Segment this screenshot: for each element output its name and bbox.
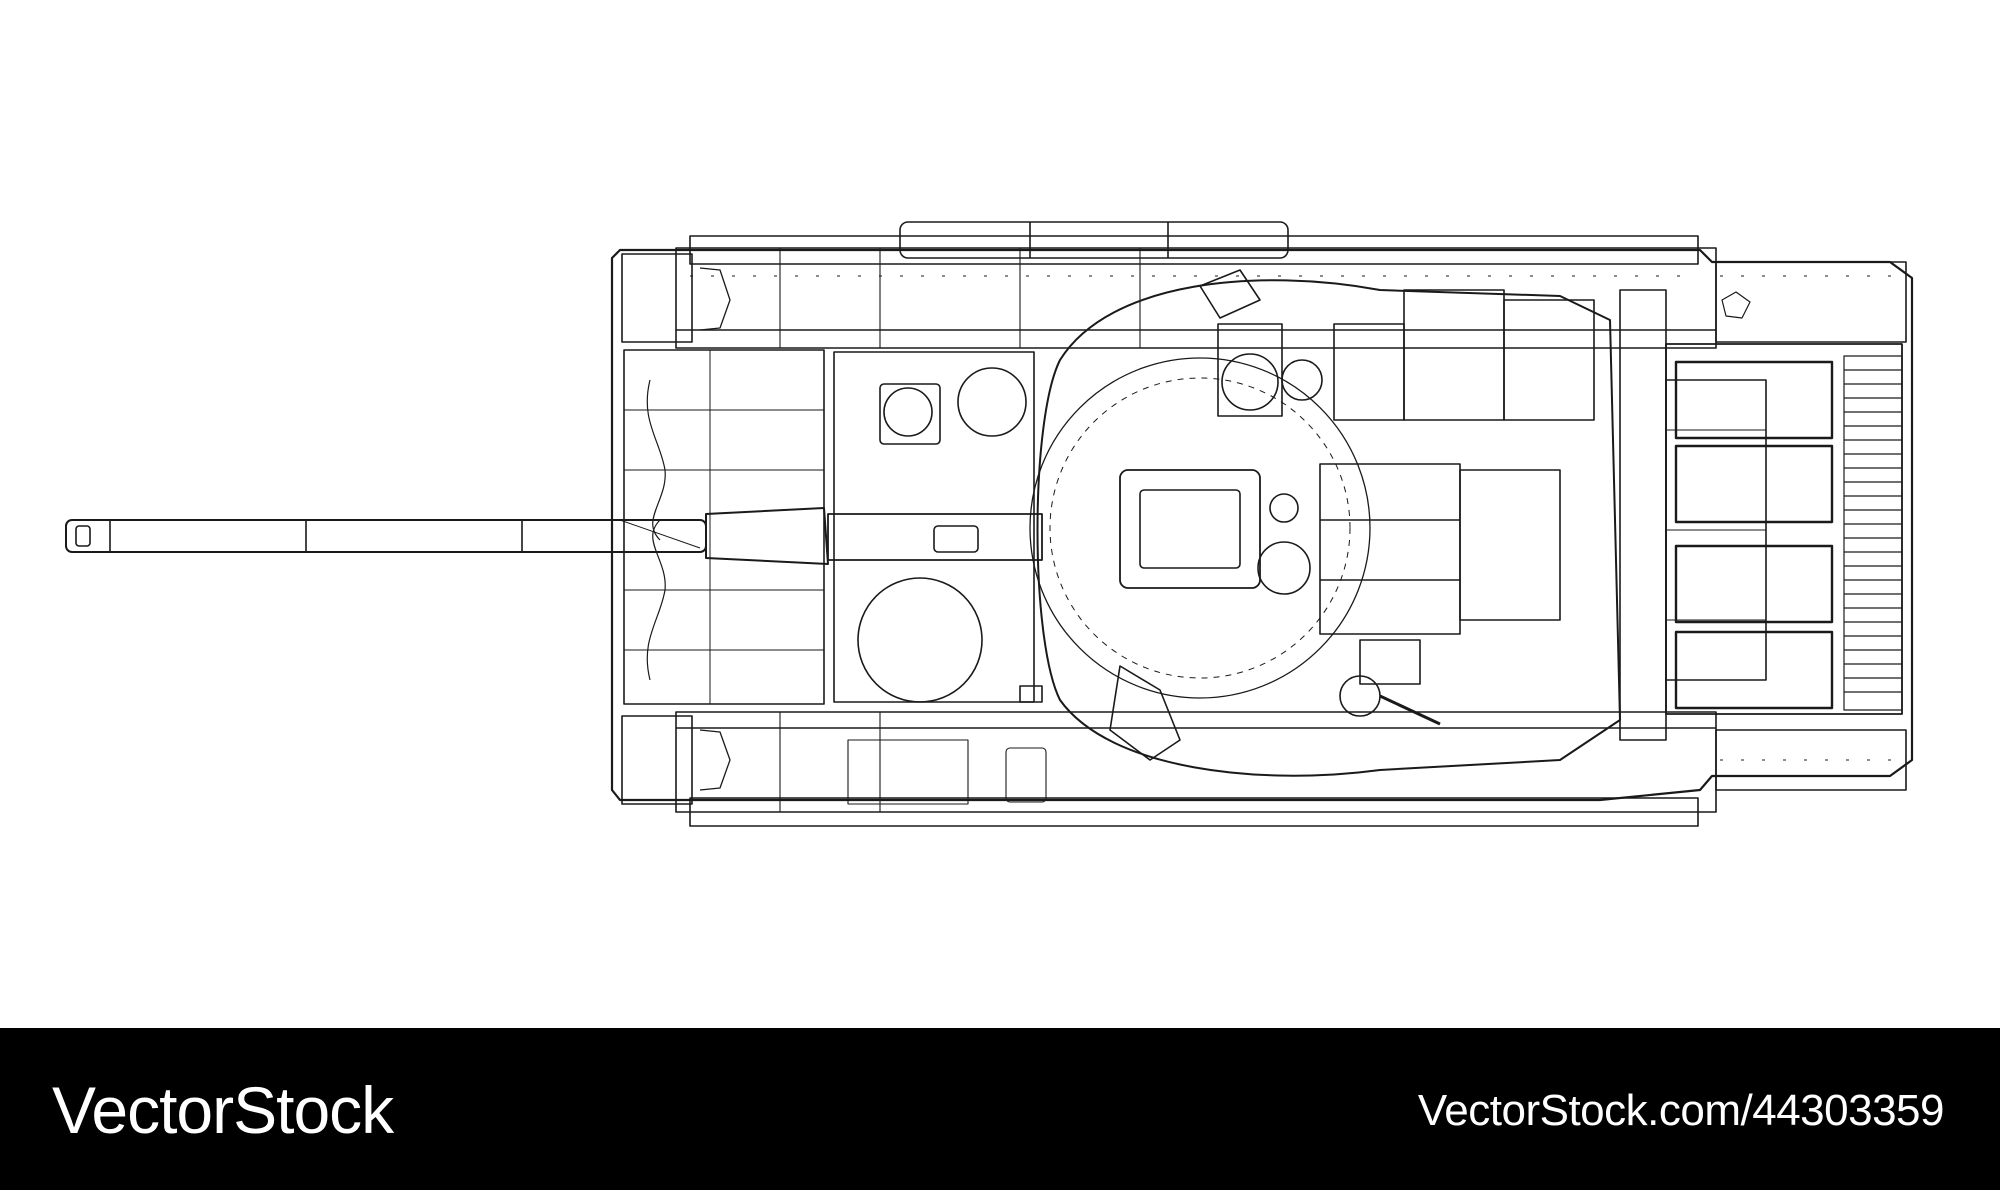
ammo-box — [1333, 323, 1405, 421]
rear-deck — [1665, 343, 1903, 715]
upper-fender — [689, 235, 1699, 265]
tank-drawing — [65, 221, 1914, 827]
hull-outline — [610, 248, 1914, 802]
loader-hatch — [1217, 323, 1283, 417]
lower-track-panel — [675, 711, 1717, 813]
front-right-light — [621, 715, 693, 805]
rivet-rows — [690, 275, 1906, 813]
driver-compartment — [833, 351, 1035, 703]
driver-hatch — [857, 577, 983, 703]
commander-cupola — [1119, 469, 1261, 589]
driver-periscope-hatch — [957, 367, 1027, 437]
gun-barrel — [65, 519, 707, 553]
tank-wireframe-illustration — [65, 221, 1914, 827]
gun-mantlet — [705, 507, 829, 565]
brand-logo: VectorStock — [52, 1073, 394, 1147]
equipment-box — [1403, 289, 1505, 421]
rear-boxes — [1674, 360, 1834, 710]
main-gun — [65, 507, 1043, 565]
image-id: VectorStock.com/44303359 — [1417, 1086, 1945, 1135]
upper-track-panel — [675, 247, 1717, 349]
turret-outline — [1036, 279, 1621, 777]
gunner-sight — [1257, 541, 1311, 595]
driver-hatch-left — [883, 387, 933, 437]
turret-bustle — [1319, 463, 1461, 635]
smoke-launcher-left — [1199, 269, 1261, 319]
front-glacis — [623, 349, 825, 705]
front-left-light — [621, 253, 693, 343]
turret-ring — [1029, 357, 1371, 699]
stowage-tube — [899, 221, 1289, 259]
watermark-footer: VectorStock VectorStock.com/44303359 — [0, 1028, 2000, 1190]
smoke-launcher-right — [1109, 665, 1181, 761]
exhaust-grille — [1843, 355, 1903, 711]
